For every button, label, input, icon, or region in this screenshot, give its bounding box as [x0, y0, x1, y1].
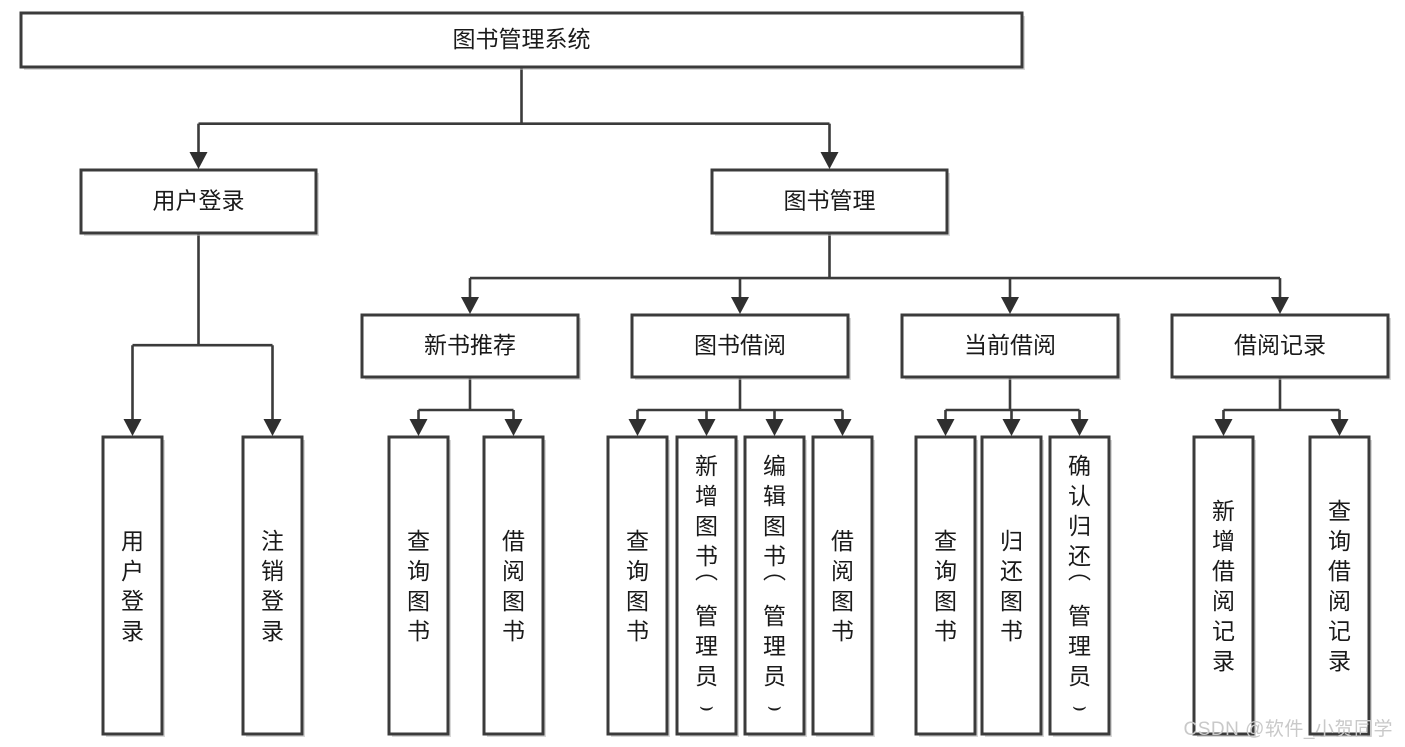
arrow-head-leaf-borrow-book-1 [504, 419, 523, 436]
arrow-head-leaf-query-book-3 [936, 419, 955, 436]
node-label: 用户登录 [153, 188, 245, 214]
node-leaf-leaf-edit-book-admin[interactable]: 编辑图书⌒管理员⌣ [743, 435, 807, 737]
node-label: 编辑图书⌒管理员⌣ [763, 453, 786, 719]
arrow-head-borrow-record [1271, 297, 1289, 314]
node-leaf-leaf-add-borrow-record[interactable]: 新增借阅记录 [1192, 435, 1256, 737]
arrow-head-leaf-user-login [123, 419, 142, 436]
watermark-label: CSDN @软件_小贺同学 [1183, 719, 1393, 740]
arrow-head-book-manage [820, 152, 839, 169]
arrow-head-current-borrow [1001, 297, 1019, 314]
nodes-layer: 图书管理系统用户登录图书管理新书推荐图书借阅当前借阅借阅记录用户登录注销登录查询… [19, 11, 1391, 737]
node-leaf-leaf-user-login[interactable]: 用户登录 [101, 435, 165, 737]
node-leaf-leaf-return-book[interactable]: 归还图书 [980, 435, 1044, 737]
arrow-head-new-book-recommend [461, 297, 479, 314]
node-leaf-leaf-borrow-book-1[interactable]: 借阅图书 [482, 435, 546, 737]
arrow-head-leaf-borrow-book-2 [833, 419, 852, 436]
node-level2-new-book-recommend[interactable]: 新书推荐 [360, 313, 581, 380]
node-leaf-leaf-logout[interactable]: 注销登录 [241, 435, 305, 737]
node-leaf-leaf-confirm-return-admin[interactable]: 确认归还⌒管理员⌣ [1048, 435, 1112, 737]
arrow-head-leaf-edit-book-admin [765, 419, 784, 436]
node-label: 图书管理 [784, 188, 876, 214]
node-leaf-leaf-query-book-2[interactable]: 查询图书 [606, 435, 670, 737]
node-label: 查询借阅记录 [1328, 498, 1351, 674]
node-level2-current-borrow[interactable]: 当前借阅 [900, 313, 1121, 380]
node-label: 查询图书 [626, 528, 649, 644]
arrow-head-book-borrow [731, 297, 749, 314]
node-label: 图书借阅 [694, 332, 786, 358]
arrow-head-leaf-query-borrow-record [1330, 419, 1349, 436]
node-label: 归还图书 [1000, 528, 1023, 644]
node-leaf-leaf-query-book-1[interactable]: 查询图书 [387, 435, 451, 737]
node-leaf-leaf-query-book-3[interactable]: 查询图书 [914, 435, 978, 737]
node-level2-book-borrow[interactable]: 图书借阅 [630, 313, 851, 380]
arrow-head-leaf-add-book-admin [697, 419, 716, 436]
node-label: 注销登录 [261, 528, 284, 644]
arrow-head-leaf-logout [263, 419, 282, 436]
node-label: 新增图书⌒管理员⌣ [695, 453, 718, 719]
node-label: 当前借阅 [964, 332, 1056, 358]
node-label: 确认归还⌒管理员⌣ [1068, 453, 1091, 719]
node-label: 用户登录 [121, 528, 144, 644]
node-level1-book-manage[interactable]: 图书管理 [710, 168, 950, 236]
node-label: 借阅记录 [1234, 332, 1326, 358]
node-label: 图书管理系统 [453, 26, 591, 52]
node-level2-borrow-record[interactable]: 借阅记录 [1170, 313, 1391, 380]
edges-layer [123, 67, 1349, 436]
node-leaf-leaf-query-borrow-record[interactable]: 查询借阅记录 [1308, 435, 1372, 737]
arrow-head-leaf-confirm-return-admin [1070, 419, 1089, 436]
arrow-head-leaf-return-book [1002, 419, 1021, 436]
node-label: 新增借阅记录 [1212, 498, 1235, 674]
node-label: 查询图书 [934, 528, 957, 644]
arrow-head-leaf-query-book-1 [409, 419, 428, 436]
node-root[interactable]: 图书管理系统 [19, 11, 1025, 70]
node-level1-user-login[interactable]: 用户登录 [79, 168, 319, 236]
arrow-head-leaf-query-book-2 [628, 419, 647, 436]
node-label: 借阅图书 [831, 528, 854, 644]
node-leaf-leaf-borrow-book-2[interactable]: 借阅图书 [811, 435, 875, 737]
node-label: 借阅图书 [502, 528, 525, 644]
node-leaf-leaf-add-book-admin[interactable]: 新增图书⌒管理员⌣ [675, 435, 739, 737]
arrow-head-leaf-add-borrow-record [1214, 419, 1233, 436]
node-label: 查询图书 [407, 528, 430, 644]
node-label: 新书推荐 [424, 332, 516, 358]
arrow-head-user-login [189, 152, 208, 169]
